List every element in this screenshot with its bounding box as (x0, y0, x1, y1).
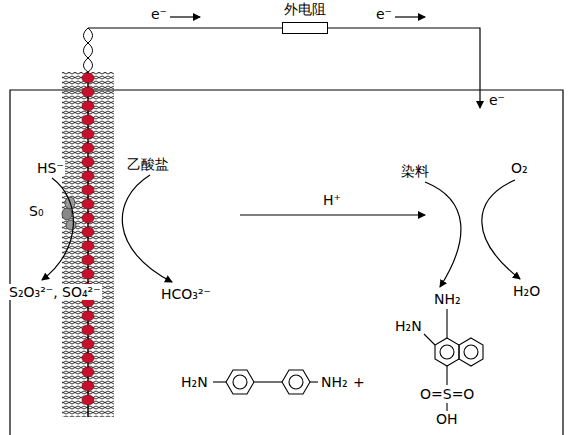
species-label: S₀ (28, 203, 45, 219)
group-label: NH₂ (320, 374, 349, 390)
electrode-bead (82, 143, 94, 153)
group-label: OH (435, 411, 459, 427)
reaction-arrow (42, 178, 73, 280)
electrode-bead (82, 73, 94, 83)
species-label: HS⁻ (36, 160, 65, 176)
electrode-bead (82, 395, 94, 405)
sulfur-deposit (66, 220, 76, 230)
species-label: H₂O (512, 283, 541, 299)
electrode-bead (82, 185, 94, 195)
proton-arrow (240, 214, 425, 215)
electrode-bead (82, 157, 94, 167)
reaction-arrow (122, 175, 172, 282)
species-label: S₂O₃²⁻, SO₄²⁻ (8, 284, 102, 300)
electrode-bead (82, 353, 94, 363)
electrode-bead (82, 381, 94, 391)
benzidine-structure (213, 370, 318, 394)
reaction-arrow (425, 182, 461, 287)
electrode-bead (82, 255, 94, 265)
electrode-bead (82, 115, 94, 125)
resistor-label: 外电阻 (284, 1, 326, 17)
electrode-bead (82, 171, 94, 181)
species-label: HCO₃²⁻ (160, 286, 212, 302)
electron-label: e⁻ (488, 92, 506, 108)
plus-sign: + (352, 374, 366, 390)
reaction-arrow (482, 180, 520, 279)
circuit-wire (88, 28, 480, 108)
electron-label: e⁻ (375, 6, 393, 22)
electrode-bead (82, 367, 94, 377)
group-label: O=S=O (419, 386, 475, 402)
electrode-bead (82, 129, 94, 139)
electrode-bead (82, 227, 94, 237)
electron-arrow (395, 16, 425, 17)
electrode-bead (82, 199, 94, 209)
species-label: 染料 (400, 163, 430, 179)
sulfur-deposit (62, 208, 72, 220)
electrode-bead (82, 87, 94, 97)
electrode-bead (82, 269, 94, 279)
electrode-bead (82, 213, 94, 223)
species-label: H⁺ (322, 192, 342, 208)
group-label: H₂N (394, 318, 423, 334)
species-label: 乙酸盐 (126, 156, 170, 172)
group-label: H₂N (180, 374, 209, 390)
twisted-lead (84, 28, 93, 72)
electrode-bead (82, 241, 94, 251)
species-label: O₂ (510, 160, 529, 176)
electron-arrow (170, 16, 200, 17)
group-label: NH₂ (433, 291, 462, 307)
electron-label: e⁻ (150, 6, 168, 22)
resistor-box: 外电阻 (282, 22, 328, 34)
electrode-bead (82, 311, 94, 321)
electrode-bead (82, 101, 94, 111)
twisted-lead (84, 28, 93, 72)
electrode-bead (82, 339, 94, 349)
electrode-bead (82, 325, 94, 335)
